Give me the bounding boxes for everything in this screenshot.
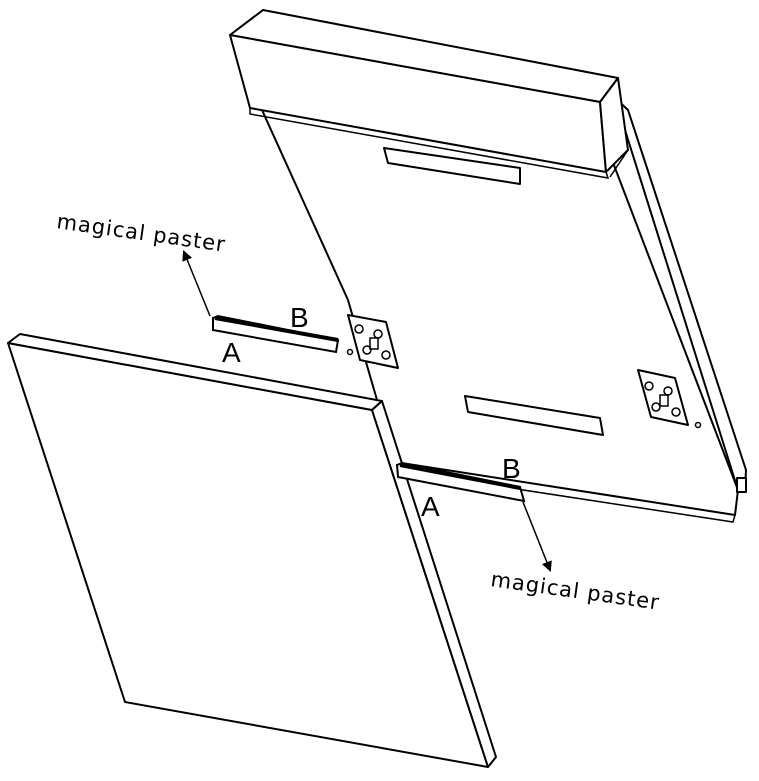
left-hinge-bracket bbox=[346, 314, 399, 369]
upper-paster-strip: A B magical paster bbox=[55, 209, 340, 368]
lower-paster-adhesive-edge bbox=[399, 463, 521, 490]
upper-label-b: B bbox=[290, 302, 309, 333]
upper-label-a: A bbox=[222, 337, 241, 368]
back-panel-clip bbox=[736, 477, 747, 493]
hinge-hole bbox=[644, 381, 654, 391]
hinge-hole bbox=[354, 324, 364, 334]
right-hinge-plate bbox=[637, 369, 689, 426]
upper-callout-label: magical paster bbox=[55, 209, 227, 256]
left-hinge-plate bbox=[347, 314, 399, 369]
hinge-slot bbox=[369, 337, 379, 350]
front-door-panel bbox=[7, 333, 497, 768]
lower-callout-arrow bbox=[522, 501, 552, 572]
top-handle-lip bbox=[249, 108, 610, 179]
right-hinge-bracket bbox=[637, 369, 702, 429]
hinge-slot bbox=[659, 394, 669, 407]
upper-callout-arrow bbox=[182, 250, 211, 317]
lower-label-b: B bbox=[502, 453, 521, 484]
top-handle-lip-edge bbox=[609, 149, 629, 178]
upper-slot bbox=[383, 147, 521, 185]
upper-paster-adhesive-edge bbox=[214, 316, 339, 342]
lower-label-a: A bbox=[421, 491, 440, 522]
hinge-hole bbox=[671, 407, 681, 417]
screw-hole bbox=[346, 348, 354, 356]
screw-hole bbox=[694, 421, 702, 429]
lower-slot bbox=[464, 395, 604, 436]
top-handle bbox=[229, 9, 629, 179]
hinge-hole bbox=[381, 350, 391, 360]
hinge-hole bbox=[362, 345, 372, 355]
hinge-hole bbox=[651, 402, 661, 412]
lower-callout-label: magical paster bbox=[489, 567, 661, 614]
front-panel-right-edge bbox=[371, 400, 497, 768]
